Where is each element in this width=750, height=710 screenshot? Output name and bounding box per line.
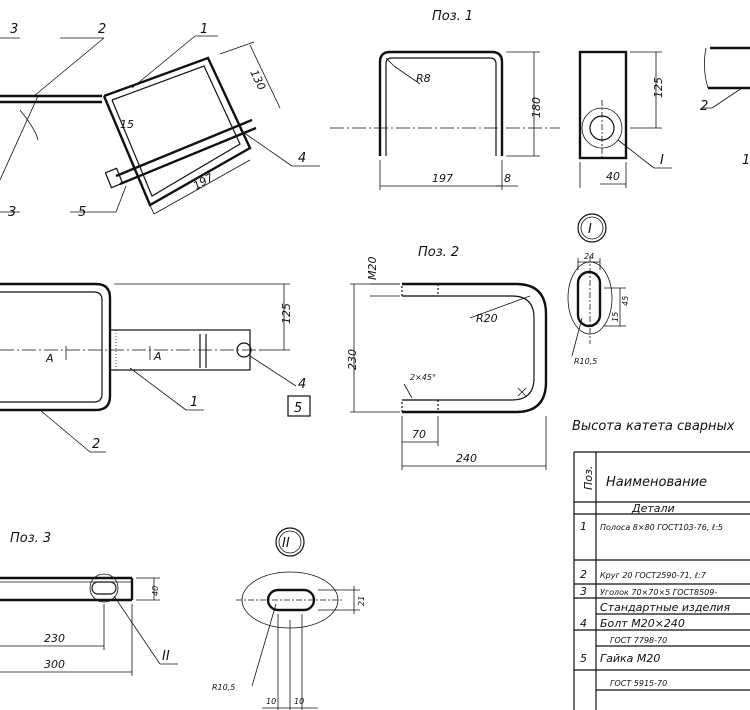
dim-240: 240 xyxy=(456,452,477,465)
dim-45: 45 xyxy=(621,296,630,306)
row2-name: Круг 20 ГОСТ2590-71, ℓ:7 xyxy=(600,571,707,580)
dim-230a: 230 xyxy=(346,349,359,370)
callout-3a: 3 xyxy=(10,22,18,37)
dim-r10-5b: R10,5 xyxy=(212,683,235,692)
row7-name: Гайка М20 xyxy=(600,652,660,665)
dim-8: 8 xyxy=(504,172,511,185)
row1-pos: 1 xyxy=(580,520,587,533)
dim-r20: R20 xyxy=(476,312,498,325)
callout-5a: 5 xyxy=(78,205,86,220)
dim-300: 300 xyxy=(44,658,65,671)
dim-40b: 40 xyxy=(151,586,160,596)
row3-name: Уголок 70×70×5 ГОСТ8509- xyxy=(600,588,717,597)
dim-21: 21 xyxy=(357,596,366,606)
dim-15: 15 xyxy=(120,118,134,131)
dim-125a: 125 xyxy=(652,77,665,98)
dim-10a: 10 xyxy=(266,697,276,706)
dim-180: 180 xyxy=(530,97,543,118)
spec-table: Высота катета сварных Поз. Наименование … xyxy=(572,419,750,710)
assembly-iso-view: 3 2 1 3 5 4 130 15 197 xyxy=(0,22,320,220)
dim-130: 130 xyxy=(247,68,268,93)
detail-i-view: I 24 15 45 R10,5 xyxy=(567,213,630,366)
detail-ii-view: II 21 R10,5 10 10 xyxy=(212,527,366,710)
row1-name: Полоса 8×80 ГОСТ103-76, ℓ:5 xyxy=(600,523,723,532)
pos3-view: Поз. 3 40 230 300 II xyxy=(0,531,178,676)
dim-197a: 197 xyxy=(191,171,216,193)
pos1-view: Поз. 1 R8 180 197 8 xyxy=(330,9,560,190)
plan-view: 125 А А 1 2 4 5 xyxy=(0,282,311,453)
row6-name: ГОСТ 7798-70 xyxy=(610,636,667,645)
callout-2c: 2 xyxy=(92,437,100,452)
detail-ii-title: II xyxy=(282,536,290,551)
row8-name: ГОСТ 5915-70 xyxy=(610,679,667,688)
dim-r8: R8 xyxy=(416,72,431,85)
dim-40a: 40 xyxy=(606,170,620,183)
pos3-title: Поз. 3 xyxy=(10,531,51,546)
weld-height-caption: Высота катета сварных xyxy=(572,419,735,434)
dim-24: 24 xyxy=(584,252,594,261)
detail-i-title: I xyxy=(588,222,592,237)
section-a1: А xyxy=(45,352,54,365)
pos2-view: Поз. 2 R20 M20 230 2×45° 70 240 xyxy=(346,245,548,470)
pos2-title: Поз. 2 xyxy=(418,245,459,260)
dim-230b: 230 xyxy=(44,632,65,645)
dim-70: 70 xyxy=(412,428,426,441)
callout-detail-I: I xyxy=(660,153,664,168)
row5-pos: 4 xyxy=(580,617,587,630)
dim-m20: M20 xyxy=(366,257,379,281)
row4-name: Стандартные изделия xyxy=(600,601,730,614)
pos1-title: Поз. 1 xyxy=(432,9,473,24)
callout-2b: 2 xyxy=(700,99,708,114)
callout-4a: 4 xyxy=(298,151,306,166)
row5-name: Болт М20×240 xyxy=(600,617,685,630)
table-section-details: Детали xyxy=(631,502,675,515)
dim-chamfer: 2×45° xyxy=(410,373,436,382)
row3-pos: 3 xyxy=(580,585,587,598)
dim-10b: 10 xyxy=(294,697,304,706)
callout-1c: 1 xyxy=(190,395,198,410)
dim-15-detail: 15 xyxy=(611,312,620,322)
callout-4b: 4 xyxy=(298,377,306,392)
table-header-name: Наименование xyxy=(606,475,707,490)
dim-197b: 197 xyxy=(432,172,453,185)
right-fragment: 2 1 xyxy=(700,46,750,168)
callout-5b: 5 xyxy=(294,401,302,416)
table-header-pos: Поз. xyxy=(582,466,595,490)
dim-125b: 125 xyxy=(280,303,293,324)
pos1-side-view: 125 40 I xyxy=(578,50,672,188)
callout-3b: 3 xyxy=(8,205,16,220)
callout-2a: 2 xyxy=(98,22,106,37)
callout-1a: 1 xyxy=(200,22,208,37)
callout-1b: 1 xyxy=(742,153,750,168)
callout-detail-II: II xyxy=(162,649,170,664)
dim-r10-5a: R10,5 xyxy=(574,357,597,366)
row7-pos: 5 xyxy=(580,652,587,665)
section-a2: А xyxy=(153,350,162,363)
row2-pos: 2 xyxy=(580,568,587,581)
